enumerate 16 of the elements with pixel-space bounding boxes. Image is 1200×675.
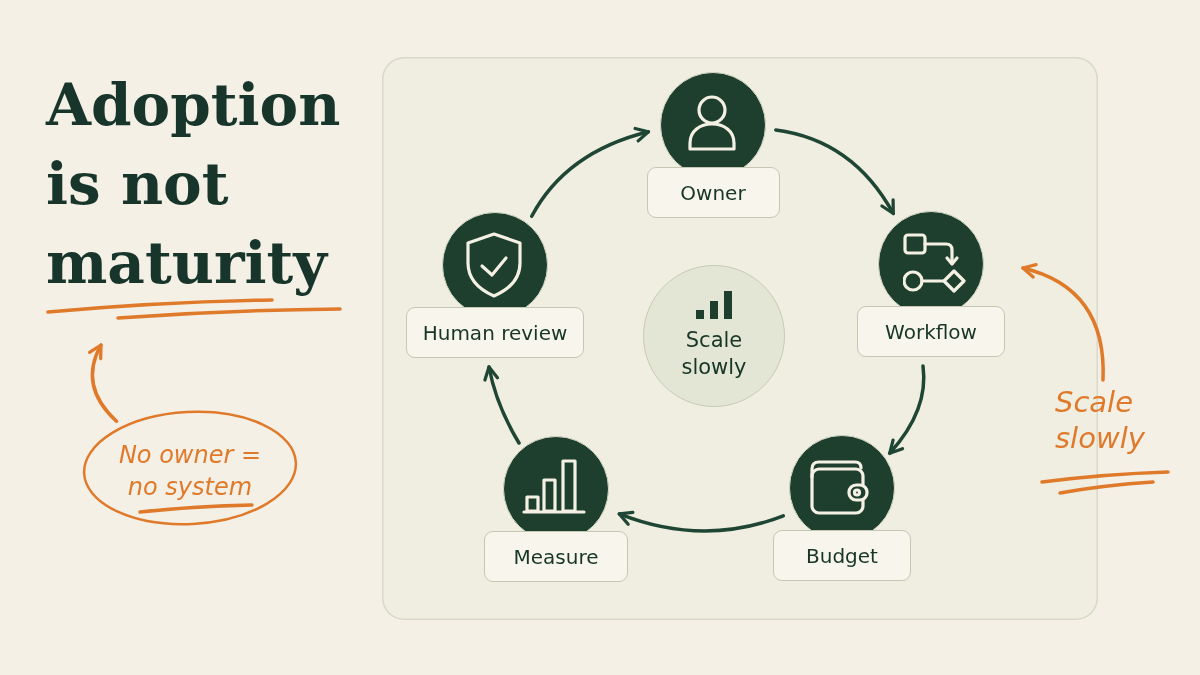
curved-arrow: [1021, 263, 1105, 382]
curved-arrow: [617, 510, 786, 533]
curved-arrow: [88, 343, 119, 423]
step-label: Budget: [773, 530, 911, 581]
handwritten-note: Scale slowly: [1055, 384, 1155, 456]
step-label: Owner: [646, 167, 780, 218]
curved-arrow: [774, 128, 896, 216]
step-label: Human review: [406, 307, 584, 358]
title: Adoption is not maturity: [46, 70, 342, 299]
step-label: Workflow: [857, 306, 1005, 357]
handwritten-note: No owner = no system: [117, 440, 263, 503]
curved-arrow: [483, 365, 521, 445]
curved-arrow: [887, 364, 926, 456]
step-label: Measure: [484, 531, 628, 582]
curved-arrow: [529, 127, 651, 219]
hub-label: Scale slowly: [680, 327, 748, 381]
